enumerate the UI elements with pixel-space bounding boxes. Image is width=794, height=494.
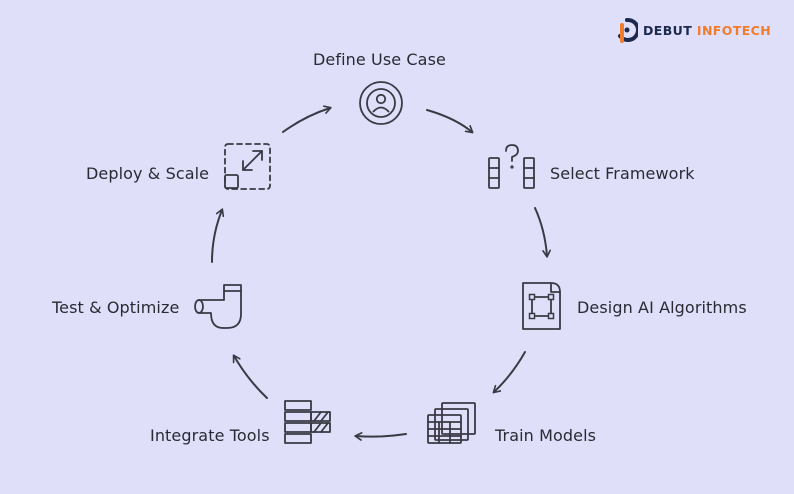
- step-label-select-framework: Select Framework: [550, 164, 695, 183]
- brand-name-part2: INFOTECH: [696, 22, 772, 38]
- logo-mark-icon: [618, 17, 638, 43]
- brand-logo: DEBUT INFOTECH: [616, 16, 771, 44]
- arrow-test-to-deploy: [211, 208, 225, 263]
- arrow-define-to-framework: [426, 109, 474, 134]
- stacked-bars-icon: [284, 400, 331, 444]
- step-label-define-use-case: Define Use Case: [313, 50, 446, 69]
- brand-name: DEBUT INFOTECH: [643, 23, 771, 38]
- arrow-integrate-to-test: [232, 354, 268, 399]
- step-label-train-models: Train Models: [495, 426, 597, 445]
- user-circle-icon: [359, 81, 403, 125]
- arrow-framework-to-design: [534, 207, 551, 258]
- arrow-deploy-to-define: [282, 105, 332, 133]
- arrow-design-to-train: [492, 351, 526, 394]
- pipe-icon: [194, 284, 242, 329]
- step-label-test-optimize: Test & Optimize: [52, 298, 180, 317]
- step-label-integrate-tools: Integrate Tools: [150, 426, 270, 445]
- step-label-design-ai-algorithms: Design AI Algorithms: [577, 298, 747, 317]
- expand-box-icon: [224, 143, 271, 190]
- framework-question-icon: [488, 144, 535, 189]
- step-label-deploy-scale: Deploy & Scale: [86, 164, 210, 183]
- brand-name-part1: DEBUT: [643, 22, 693, 38]
- stacked-tables-icon: [427, 402, 476, 444]
- document-nodes-icon: [522, 282, 561, 330]
- arrow-train-to-integrate: [354, 432, 407, 441]
